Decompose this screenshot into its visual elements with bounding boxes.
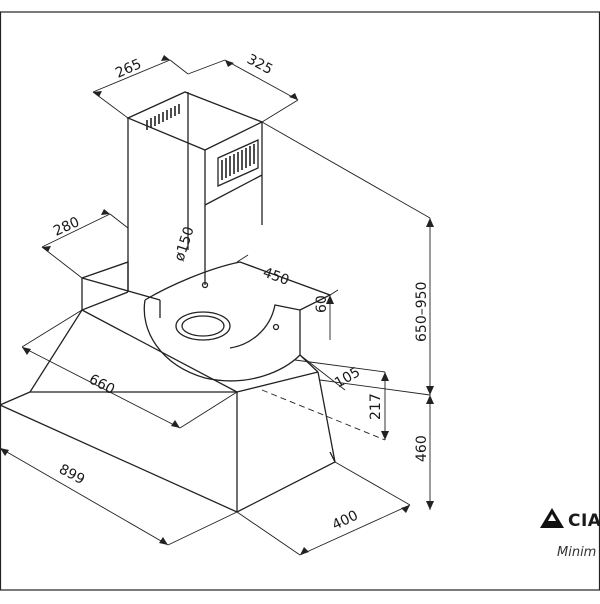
canopy-left-edge — [29, 291, 129, 393]
hood-body — [0, 261, 336, 513]
dim-650-950: 650–950 — [414, 282, 430, 342]
hood-base-front-edge — [0, 404, 336, 513]
chimney-vent-left — [146, 104, 180, 130]
brand-logo — [540, 508, 564, 528]
dim-duct-diameter: ø150 — [172, 225, 198, 264]
dim-460: 460 — [414, 435, 430, 462]
dim-899: 899 — [56, 461, 87, 488]
dim-660: 660 — [86, 371, 117, 398]
dimension-arrows — [0, 55, 434, 555]
dim-265: 265 — [113, 56, 144, 81]
drawing-frame — [0, 11, 600, 591]
brand-tagline: Minim — [557, 545, 596, 560]
duct-inner-ring — [181, 315, 225, 337]
dim-280: 280 — [51, 214, 82, 239]
chimney — [126, 91, 264, 292]
dim-325: 325 — [244, 51, 275, 78]
duct-outer-ring — [175, 311, 231, 341]
glass-shelf — [143, 299, 301, 382]
dimension-lines — [0, 59, 431, 556]
chimney-vent-right — [221, 144, 255, 180]
brand-name: CIA — [568, 511, 600, 531]
dim-217: 217 — [368, 393, 384, 420]
dim-60: 60 — [314, 295, 330, 313]
chimney-top — [126, 91, 264, 151]
dim-450: 450 — [261, 265, 292, 289]
brand-logo-mark — [540, 508, 564, 528]
